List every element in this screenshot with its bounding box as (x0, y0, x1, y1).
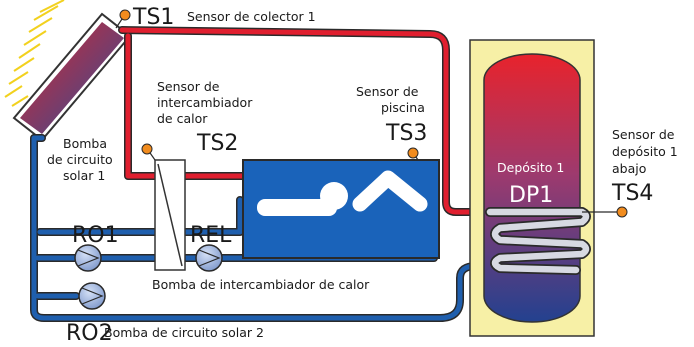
ts2-description-line1: Sensor de (157, 79, 220, 94)
pump-rel (195, 244, 223, 272)
ro1-description-line3: solar 1 (63, 168, 105, 183)
ts2-code: TS2 (196, 131, 238, 156)
sensor-ts1-dot (119, 9, 131, 21)
solar-collector-surface (20, 22, 124, 134)
ro2-code: RO2 (66, 321, 113, 346)
ts3-description-line1: Sensor de (356, 84, 419, 99)
pump-ro2 (78, 282, 106, 310)
ts4-description-line3: abajo (612, 161, 646, 176)
ts4-description-line2: depósito 1 (612, 144, 678, 159)
ts4-description-line1: Sensor de (612, 127, 675, 142)
ts3-code: TS3 (385, 121, 427, 146)
ts1-code: TS1 (132, 5, 174, 30)
sensor-ts4-dot (616, 206, 628, 218)
ts3-description-line2: piscina (381, 100, 425, 115)
ts4-code: TS4 (611, 181, 653, 206)
tank-code: DP1 (509, 183, 553, 208)
pool (242, 159, 440, 259)
ro2-description: Bomba de circuito solar 2 (104, 325, 264, 340)
ts2-description-line2: intercambiador (157, 95, 253, 110)
tank-name: Depósito 1 (497, 160, 564, 175)
rel-code: REL (190, 223, 232, 248)
ro1-code: RO1 (72, 223, 119, 248)
sun-rays (4, 0, 65, 107)
rel-description: Bomba de intercambiador de calor (152, 277, 370, 292)
sensor-ts2-dot (141, 143, 153, 155)
storage-tank (469, 39, 595, 337)
ro1-description-line1: Bomba (63, 136, 107, 151)
ro1-description-line2: de circuito (47, 152, 113, 167)
sensor-ts3-dot (407, 147, 419, 159)
ts1-description: Sensor de colector 1 (187, 9, 316, 24)
ts2-description-line3: de calor (157, 111, 208, 126)
pump-ro1 (74, 244, 102, 272)
